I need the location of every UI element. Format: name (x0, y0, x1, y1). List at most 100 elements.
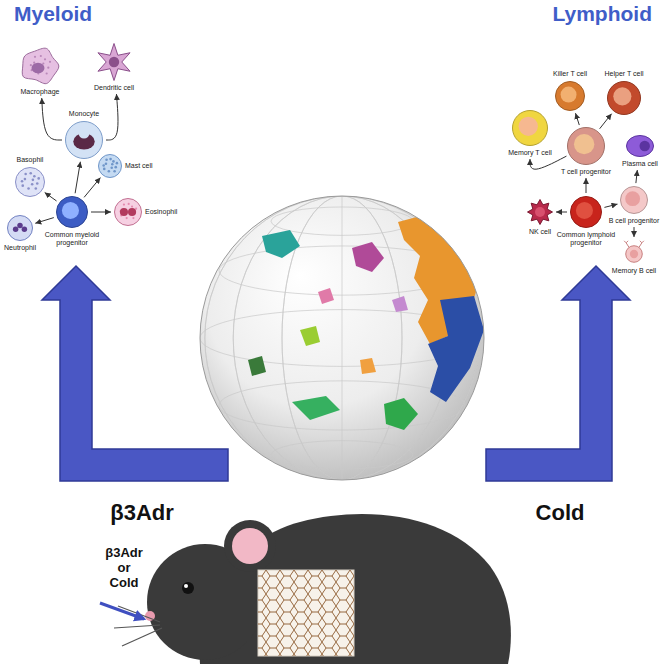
cell-part (46, 72, 48, 74)
cell-part (35, 187, 38, 190)
globe-outline (200, 196, 484, 480)
cell-node: Basophil (14, 156, 46, 198)
cell-shape (568, 128, 605, 165)
mouse-eye (182, 582, 194, 594)
cell-node: T cell progenitor (561, 126, 611, 176)
cell-label: Macrophage (21, 88, 60, 96)
cell-part (571, 197, 602, 228)
cell-part (22, 48, 59, 84)
cell-label: Mast cell (125, 162, 153, 170)
whisker (122, 628, 162, 646)
meridian (282, 196, 402, 480)
cell-part (31, 183, 34, 186)
cell-part (21, 180, 24, 183)
whisker (118, 606, 160, 622)
cell-part (613, 87, 631, 105)
map-region (292, 396, 340, 420)
cell-part (574, 134, 594, 154)
cell-part (642, 241, 644, 243)
treatment-label: β3Adr (110, 500, 174, 526)
cell-part (115, 199, 142, 226)
cell-part (128, 203, 130, 205)
cell-part (111, 163, 114, 166)
cell-label: Dendritic cell (94, 84, 134, 92)
cell-node: NK cell (526, 198, 554, 236)
cell-node: Plasma cell (622, 134, 658, 168)
cell-label: Helper T cell (604, 70, 643, 78)
cell-part (62, 202, 79, 219)
cell-part (57, 197, 88, 228)
cell-label: Monocyte (69, 110, 99, 118)
lineage-arrow (634, 227, 635, 237)
parallel (271, 441, 413, 469)
tissue-inset (258, 570, 354, 656)
lineage-arrow (75, 162, 80, 194)
cell-drawing (621, 239, 647, 265)
cell-part (37, 177, 40, 180)
lineage-arrow (604, 204, 617, 207)
cell-part (114, 166, 117, 169)
cell-node: Mast cell (97, 153, 153, 179)
cell-part (110, 166, 113, 169)
big-arrow (42, 266, 228, 481)
cell-part (34, 56, 36, 58)
meridian (282, 196, 402, 480)
lineage-arrow (575, 113, 579, 125)
cell-label: T cell progenitor (561, 168, 611, 176)
cell-shape (8, 216, 33, 241)
tissue-mesh (258, 570, 354, 656)
cell-part (109, 57, 119, 67)
cell-part (113, 170, 116, 173)
cell-part (24, 173, 27, 176)
globe-sphere (200, 196, 484, 480)
cell-drawing (619, 185, 649, 215)
cell-label: Common lymphoid progenitor (555, 231, 617, 247)
cell-shape (627, 136, 654, 157)
lineage-arrow (556, 212, 567, 213)
cell-drawing (55, 195, 89, 229)
cell-part (21, 184, 24, 187)
cell-part (556, 82, 585, 111)
cell-part (112, 160, 115, 163)
globe-regions (248, 214, 484, 430)
cell-label: Plasma cell (622, 160, 658, 168)
cell-part (639, 141, 650, 152)
cell-part (568, 128, 605, 165)
cell-part (128, 208, 136, 216)
cell-node: Monocyte (64, 110, 104, 160)
cell-drawing (511, 109, 549, 147)
cell-drawing (554, 80, 586, 112)
cell-part (105, 162, 108, 165)
cell-part (32, 63, 45, 73)
cell-node: Helper T cell (604, 70, 643, 116)
cell-part (626, 243, 629, 248)
cell-part (123, 203, 125, 205)
cell-shape (99, 155, 122, 178)
cell-drawing (625, 134, 655, 158)
cell-part (36, 182, 39, 185)
map-region (360, 358, 376, 374)
cell-part (132, 217, 134, 219)
cell-part (576, 202, 593, 219)
cell-shape (556, 82, 585, 111)
cell-label: Memory T cell (508, 149, 552, 157)
cell-part (109, 158, 112, 161)
lineage-title: Lymphoid (552, 2, 652, 26)
cell-part (626, 241, 628, 243)
treatment-arrow (100, 603, 144, 619)
cell-shape (115, 199, 142, 226)
cell-part (27, 187, 30, 190)
cell-part (630, 250, 638, 258)
cell-part (561, 87, 577, 103)
cell-part (105, 158, 108, 161)
map-region (352, 242, 384, 272)
cell-drawing (606, 80, 642, 116)
cell-part (99, 155, 122, 178)
cell-label: Common myeloid progenitor (43, 231, 101, 247)
mouse-eye-glint (184, 584, 188, 588)
lineage-arrow (600, 114, 612, 129)
cell-part (535, 207, 545, 217)
cell-part (44, 58, 46, 60)
cell-drawing (566, 126, 606, 166)
